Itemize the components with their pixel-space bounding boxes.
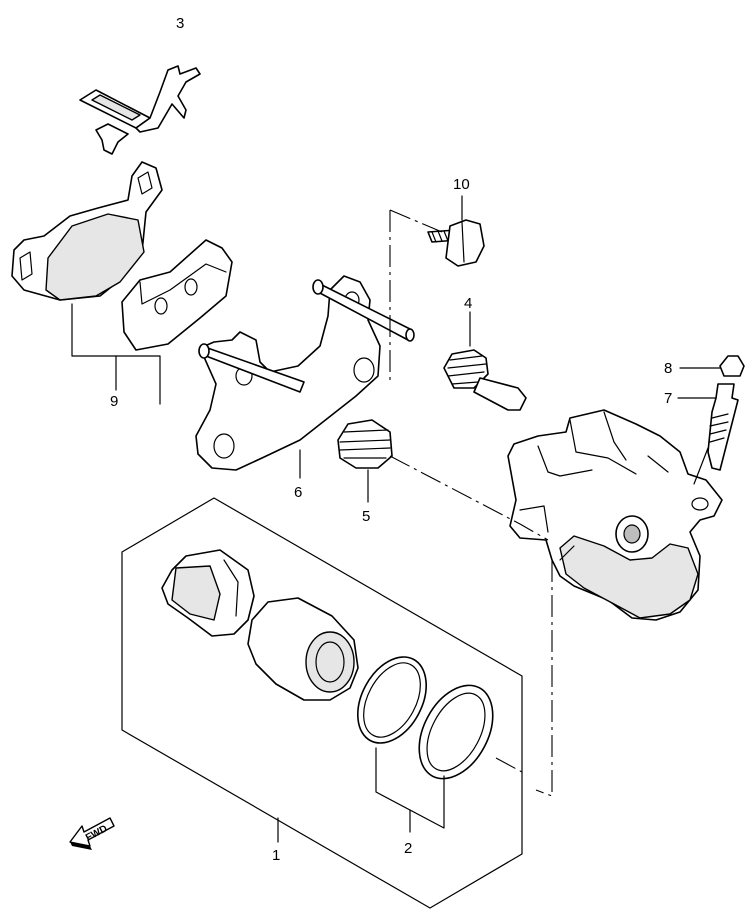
callout-6: 6 xyxy=(294,484,303,501)
bleeder-screw-part-7 xyxy=(677,383,739,485)
callout-8: 8 xyxy=(664,360,673,377)
callout-1: 1 xyxy=(272,847,281,864)
bolt-part-10 xyxy=(427,195,485,267)
callout-7: 7 xyxy=(664,390,673,407)
piston-kit-part-1 xyxy=(121,497,523,909)
callout-5: 5 xyxy=(362,508,371,525)
callout-10: 10 xyxy=(453,176,470,193)
caliper-bracket-part-6 xyxy=(195,275,415,479)
caliper-body xyxy=(507,409,723,621)
boot-part-5 xyxy=(337,419,393,503)
callout-9: 9 xyxy=(110,393,119,410)
brake-pads-part-9 xyxy=(11,161,233,405)
callout-3: 3 xyxy=(176,15,185,32)
bleeder-cap-part-8 xyxy=(679,355,745,377)
callout-4: 4 xyxy=(464,295,473,312)
callout-2: 2 xyxy=(404,840,413,857)
pad-spring-part-3 xyxy=(79,65,201,155)
fwd-arrow-icon xyxy=(69,817,116,850)
assembly-lines xyxy=(389,209,553,797)
slide-pin-part-4 xyxy=(443,311,527,411)
